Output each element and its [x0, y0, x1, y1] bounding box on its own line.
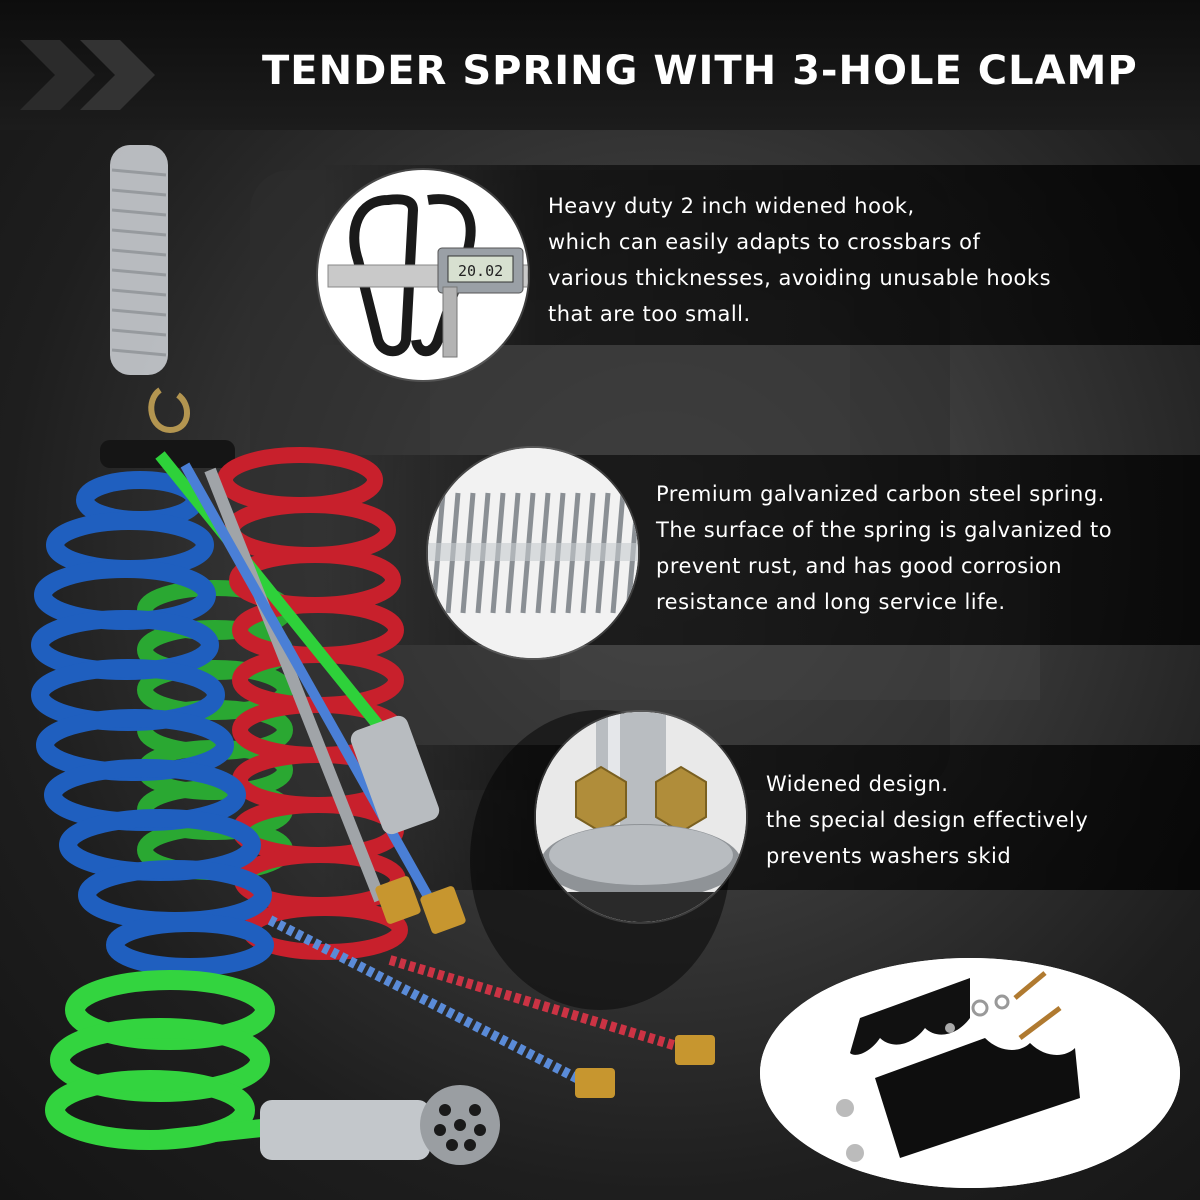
feature-line: resistance and long service life. — [656, 590, 1006, 614]
green-coil-bottom — [45, 970, 275, 1150]
feature-line: Premium galvanized carbon steel spring. — [656, 482, 1105, 506]
feature-line: Widened design. — [766, 772, 949, 796]
hook-caliper-image: 20.02 — [318, 170, 528, 380]
feature-text-hook: Heavy duty 2 inch widened hook, which ca… — [548, 188, 1051, 332]
brass-fitting — [375, 876, 421, 924]
feature-band-3 — [320, 745, 1200, 890]
feature-text-washer: Widened design. the special design effec… — [766, 766, 1088, 874]
washer-closeup-image — [536, 712, 746, 922]
feature-line: that are too small. — [548, 302, 751, 326]
hose-assembly-product — [31, 145, 715, 1165]
feature-line: Heavy duty 2 inch widened hook, — [548, 194, 915, 218]
feature-line: which can easily adapts to crossbars of — [548, 230, 981, 254]
feature-line: the special design effectively — [766, 808, 1089, 832]
hook — [148, 387, 190, 434]
header-band — [0, 0, 1200, 130]
blue-coil-hose — [31, 471, 274, 976]
feature-text-spring: Premium galvanized carbon steel spring. … — [656, 476, 1112, 620]
feature-line: various thicknesses, avoiding unusable h… — [548, 266, 1052, 290]
clamp-exploded-image — [760, 958, 1180, 1188]
feature-line: prevents washers skid — [766, 844, 1012, 868]
three-hole-clamp — [100, 440, 235, 468]
feature-line: The surface of the spring is galvanized … — [656, 518, 1113, 542]
seven-way-plug-top — [350, 715, 440, 835]
chevron-icon — [20, 40, 155, 110]
brass-fitting — [420, 886, 466, 934]
seven-way-plug-bottom — [260, 1100, 430, 1160]
page-title: TENDER SPRING WITH 3-HOLE CLAMP — [262, 48, 1138, 94]
caliper-display: 20.02 — [458, 262, 503, 280]
brass-fitting — [575, 1068, 615, 1098]
brass-fitting — [675, 1035, 715, 1065]
feature-line: prevent rust, and has good corrosion — [656, 554, 1063, 578]
spring-closeup-image — [428, 448, 638, 658]
tender-spring — [110, 145, 168, 375]
